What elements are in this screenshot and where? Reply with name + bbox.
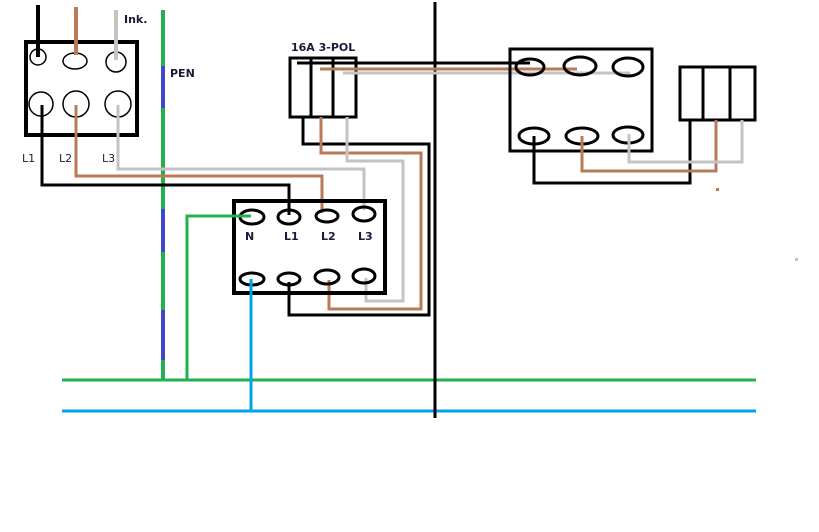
pen-label: PEN: [170, 67, 195, 80]
supply-label: Ink.: [124, 13, 148, 26]
contactor-box: [232, 199, 387, 295]
supply-incoming-wires: [36, 5, 118, 60]
neutral-green-wire: [185, 214, 251, 380]
supply-phase-label-l3: L3: [102, 152, 116, 165]
stray-brown-dot: [716, 188, 719, 191]
breaker-label: 16A 3-POL: [291, 41, 356, 54]
remote-terminal-box: [508, 47, 654, 153]
breaker-outgoing-wires: [297, 61, 630, 75]
contactor-terminal-n: N: [245, 230, 255, 243]
contactor-terminal-l1: L1: [284, 230, 299, 243]
breaker-to-contactor-wires: [287, 117, 431, 317]
supply-phase-label-l2: L2: [59, 152, 73, 165]
breaker-16a-3pol: [288, 56, 358, 119]
contactor-terminal-l2: L2: [321, 230, 336, 243]
contactor-terminal-l3: L3: [358, 230, 373, 243]
supply-phase-label-l1: L1: [22, 152, 36, 165]
supply-to-contactor-wires: [40, 105, 366, 215]
stray-gray-dot: [795, 258, 798, 261]
load-breaker: [678, 65, 757, 122]
remote-box-wires: [532, 120, 744, 185]
